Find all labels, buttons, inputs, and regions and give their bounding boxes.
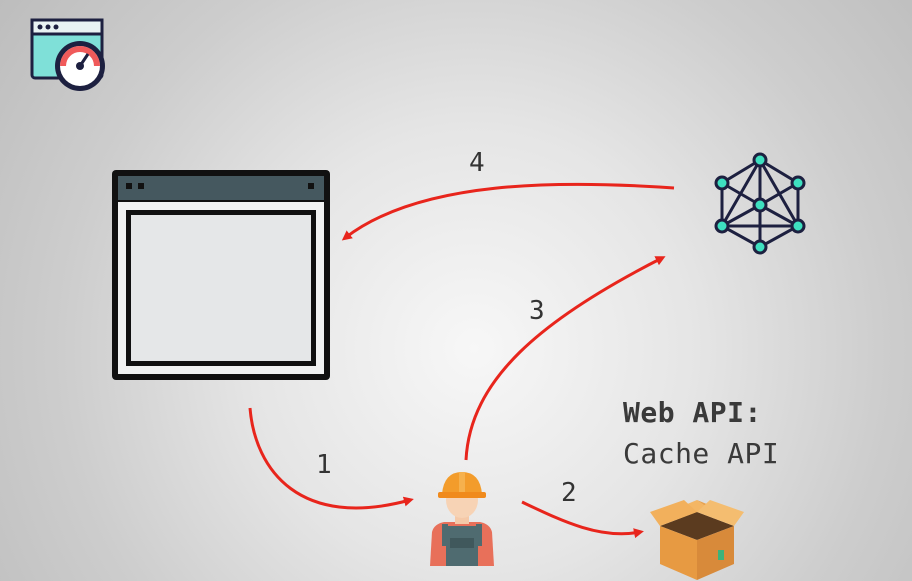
step-label-4: 4 bbox=[469, 148, 485, 178]
step-label-3: 3 bbox=[529, 296, 545, 326]
browser-window-icon bbox=[112, 170, 330, 382]
cache-api-label: Cache API bbox=[623, 437, 780, 470]
arrow-step-3 bbox=[464, 256, 666, 461]
step-label-1: 1 bbox=[316, 450, 332, 480]
arrow-step-2 bbox=[521, 500, 644, 539]
web-api-title: Web API: bbox=[623, 396, 762, 429]
cache-box-icon bbox=[648, 494, 746, 581]
speedometer-window-icon bbox=[30, 18, 110, 96]
worker-icon bbox=[424, 466, 500, 570]
step-label-2: 2 bbox=[561, 478, 577, 508]
arrow-step-4 bbox=[341, 182, 675, 241]
network-graph-icon bbox=[710, 150, 810, 258]
arrow-step-1 bbox=[248, 407, 414, 510]
